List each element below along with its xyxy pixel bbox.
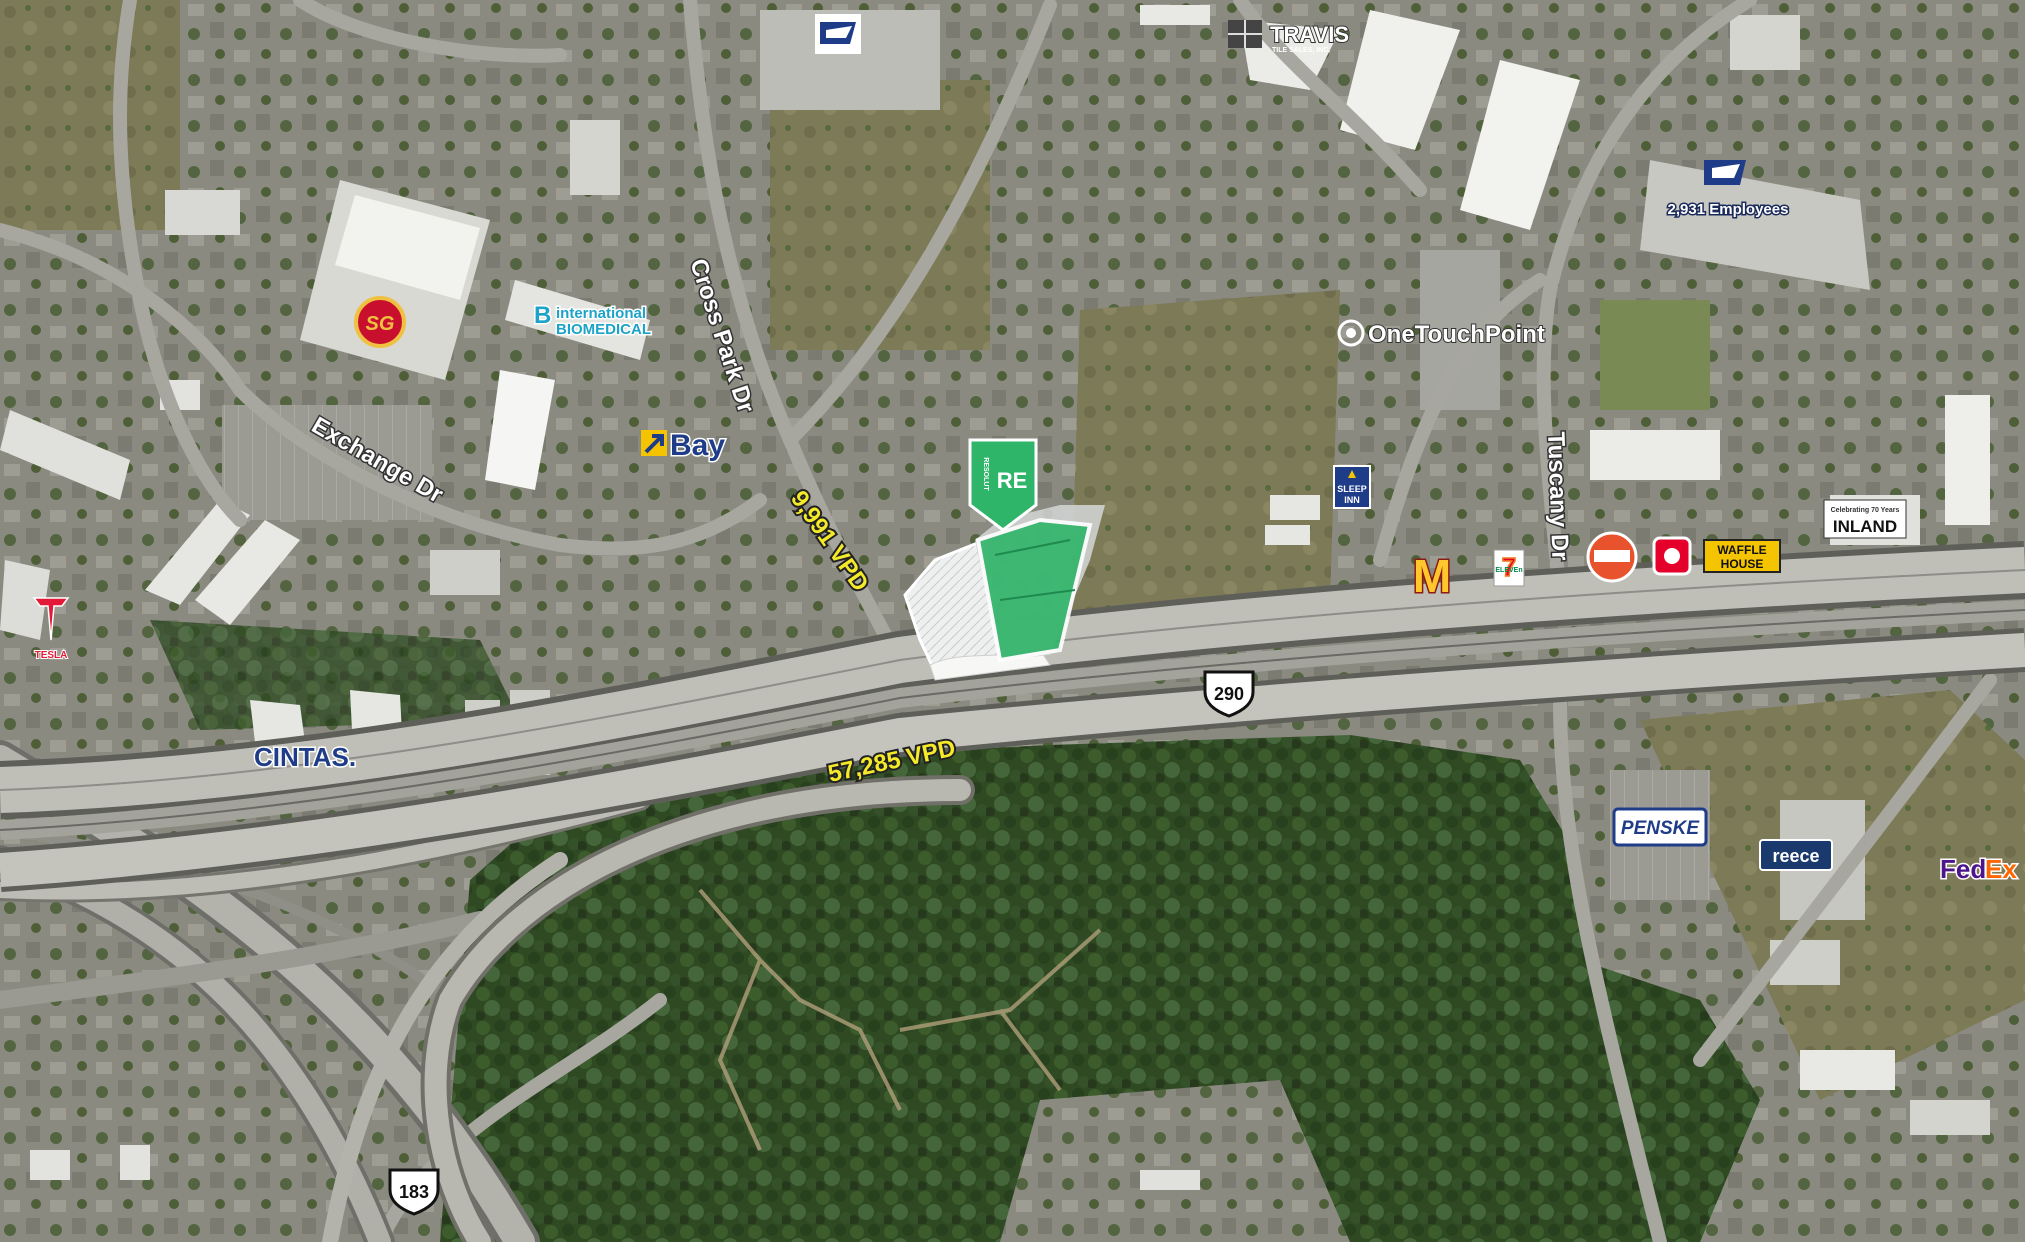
usps-logo-employees: 2,931 Employees — [1666, 160, 1790, 220]
sg-logo: SG — [354, 296, 406, 348]
site-line — [999, 589, 1076, 601]
usps-employees-label: 2,931 Employees — [1668, 201, 1789, 218]
mcdonalds-logo: M — [1411, 549, 1452, 604]
onetouchpoint-sun-icon — [1337, 319, 1365, 347]
subject-site-parcel — [975, 517, 1093, 663]
field — [1070, 290, 1340, 640]
inland-logo: Celebrating 70 Years INLAND — [1823, 499, 1907, 539]
jack-in-the-box-logo — [1652, 536, 1692, 576]
fedex-logo: Fed Ex — [1939, 853, 2019, 886]
penske-logo: PENSKE — [1612, 807, 1708, 847]
cintas-word: CINTAS. — [254, 742, 356, 772]
reece-word: reece — [1772, 846, 1819, 866]
us-183-shield-number: 183 — [399, 1182, 429, 1202]
biomedical-word: BIOMEDICAL — [556, 321, 651, 338]
international-word: international — [556, 305, 646, 322]
site-line — [994, 539, 1071, 556]
onetouchpoint-word: OneTouchPoint — [1368, 321, 1545, 348]
sleep-inn-star-icon — [1348, 470, 1356, 478]
mcdonalds-arches-icon: M — [1413, 550, 1451, 602]
marker-text: RE — [997, 468, 1028, 493]
travis-tile-logo: TRAVIS TILE SALES, INC. — [1228, 20, 1350, 54]
waffle-word: WAFFLE — [1717, 543, 1766, 557]
inland-subtitle: Celebrating 70 Years — [1831, 507, 1900, 514]
us-290-highway — [0, 541, 2025, 892]
travis-subtitle: TILE SALES, INC. — [1272, 47, 1330, 54]
subject-site-marker[interactable]: RE RESOLUT — [968, 438, 1038, 532]
tesla-t-icon — [32, 597, 70, 641]
house-word: HOUSE — [1721, 557, 1764, 571]
international-b-icon: B — [534, 302, 551, 329]
seven-eleven-seven: 7 — [1502, 552, 1516, 582]
tesla-logo: TESLA — [32, 597, 70, 662]
fedex-ex: Ex — [1985, 854, 2017, 884]
restaurant-badge-band — [1594, 550, 1630, 562]
tree-patch — [150, 620, 520, 730]
restaurant-badge-logo — [1586, 531, 1638, 583]
us-183-shield: 183 — [388, 1168, 440, 1216]
us-290-shield: 290 — [1203, 670, 1255, 718]
penske-word: PENSKE — [1621, 818, 1700, 839]
bay-logo: Bay — [641, 428, 727, 464]
travis-name: TRAVIS — [1270, 22, 1349, 47]
tesla-word: TESLA — [35, 650, 68, 661]
marker-vertical-text: RESOLUT — [982, 457, 989, 491]
seven-eleven-word: ELEVEn — [1495, 567, 1522, 574]
jack-box-icon — [1664, 548, 1680, 564]
cintas-logo: CINTAS. — [253, 741, 358, 774]
bay-word: Bay — [670, 429, 725, 462]
seven-eleven-logo: 7 ELEVEn — [1493, 549, 1525, 587]
inland-word: INLAND — [1833, 517, 1897, 536]
residential-area — [0, 1050, 380, 1242]
residential-area — [1000, 1080, 1350, 1242]
road-label-tuscany: Tuscany Dr — [1542, 431, 1573, 561]
highway-interchange — [0, 740, 975, 1242]
onetouchpoint-logo: OneTouchPoint — [1337, 319, 1546, 349]
fedex-fed: Fed — [1940, 854, 1986, 884]
sleep-inn-logo: SLEEP INN — [1333, 465, 1371, 509]
usps-logo-top — [815, 14, 861, 54]
field — [1600, 300, 1710, 410]
sg-logo-text: SG — [366, 313, 395, 335]
bay-arrow-icon — [644, 434, 664, 454]
waffle-house-logo: WAFFLE HOUSE — [1703, 539, 1781, 573]
sleep-inn-word-1: SLEEP — [1337, 484, 1367, 494]
field — [0, 0, 180, 230]
sleep-inn-word-2: INN — [1344, 495, 1360, 505]
forest-trail — [698, 888, 1102, 1151]
international-biomedical-logo: B international BIOMEDICAL — [533, 301, 653, 340]
reece-logo: reece — [1759, 839, 1833, 871]
us-290-shield-number: 290 — [1214, 684, 1244, 704]
